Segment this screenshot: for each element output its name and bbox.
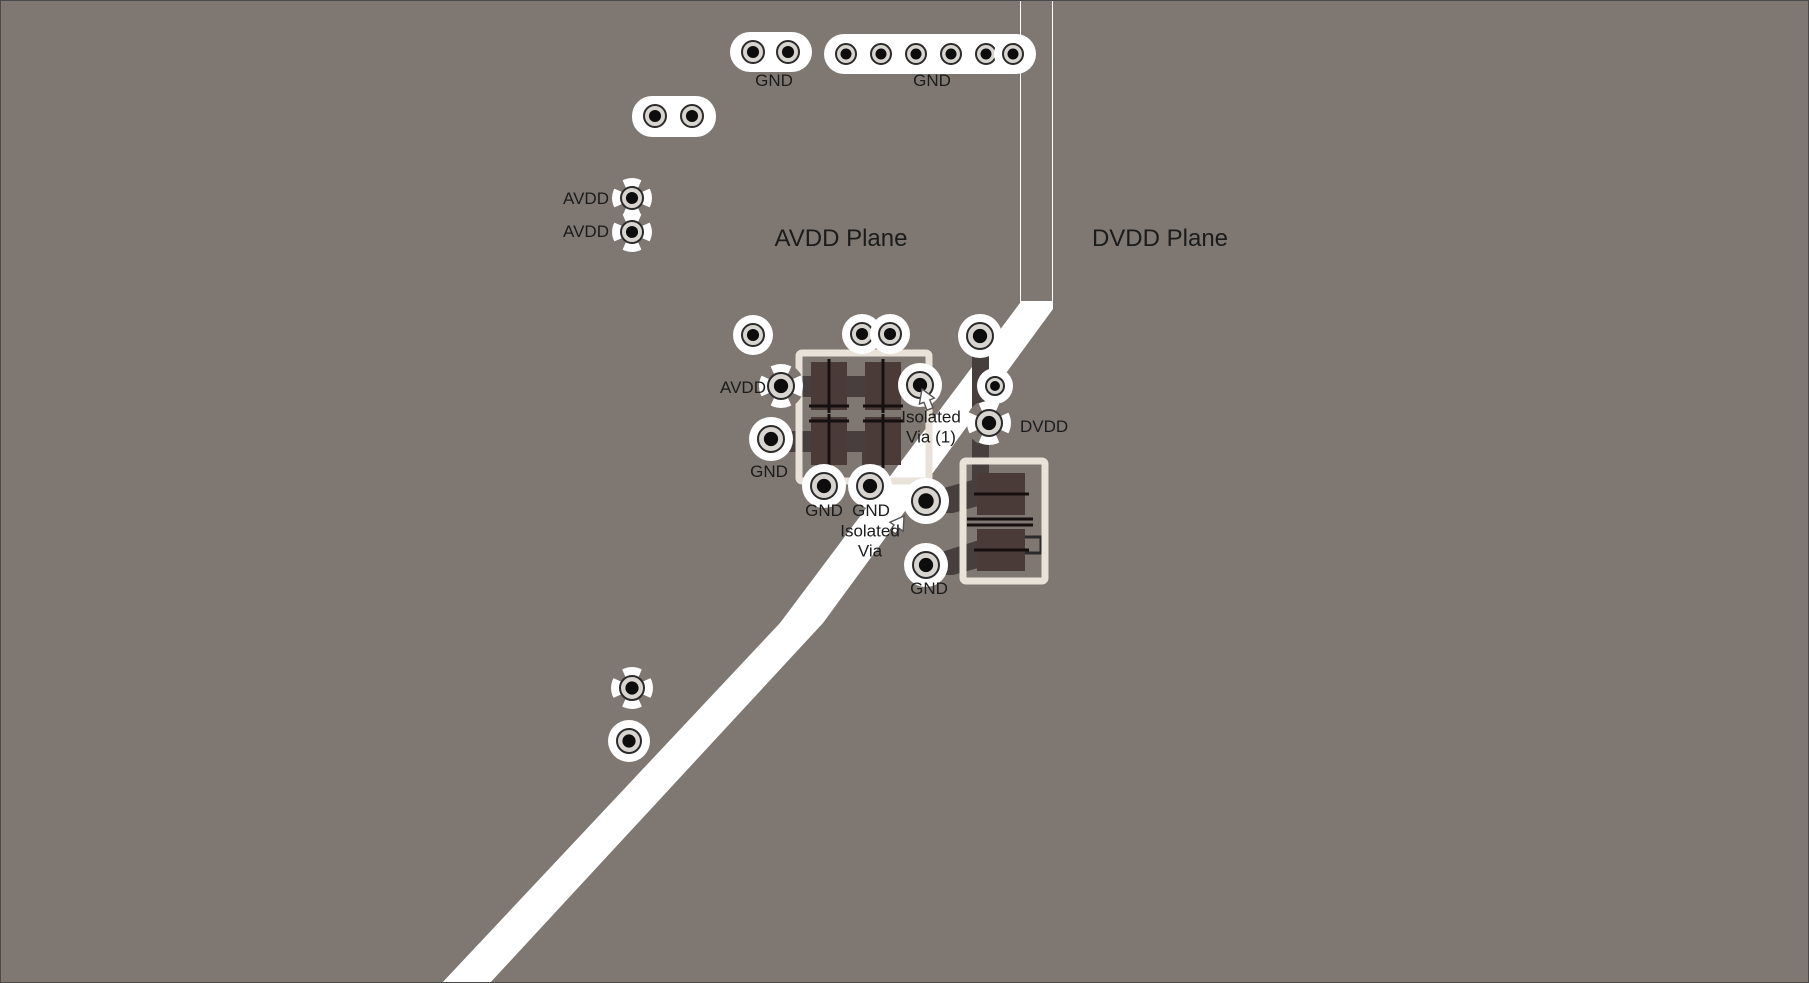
via-layer — [608, 32, 1032, 762]
cap-plate-lines — [809, 404, 903, 423]
silk-outline-dvdd-bank — [959, 457, 1049, 585]
via-connected — [827, 35, 865, 73]
via-isolated — [903, 478, 949, 524]
via-isolated — [898, 363, 942, 407]
via-connected — [749, 417, 793, 461]
arrow-isolated-via-2 — [888, 514, 905, 535]
via-connected — [862, 35, 900, 73]
via-connected — [994, 35, 1032, 73]
via-connected — [768, 32, 808, 72]
dvdd-plane-label: DVDD Plane — [1091, 225, 1229, 253]
net-label-gnd-top-2: GND — [913, 71, 951, 91]
via-isolated — [672, 96, 712, 136]
via-isolated — [842, 314, 882, 354]
net-label-dvdd-pad: DVDD — [1020, 417, 1069, 437]
avdd-plane-pour — [1, 1, 1020, 982]
via-connected — [733, 32, 773, 72]
via-connected — [932, 35, 970, 73]
via-connected — [904, 543, 948, 587]
via-thermal — [759, 364, 803, 408]
cap-a3 — [811, 414, 847, 468]
net-label-gnd-top-1: GND — [755, 71, 793, 91]
via-isolated — [733, 315, 773, 355]
via-connected — [848, 464, 892, 508]
callout-arrow-layer — [888, 387, 936, 535]
net-label-avdd-pad: AVDD — [720, 378, 766, 398]
net-label-avdd-relief-1: AVDD — [563, 189, 609, 209]
net-label-gnd-bottom-2: GND — [852, 501, 890, 521]
via-connected — [608, 720, 650, 762]
component-layer — [809, 359, 1033, 571]
via-thermal — [967, 401, 1011, 445]
net-label-gnd-iso-bottom: GND — [910, 579, 948, 599]
cap-a4 — [865, 414, 901, 468]
avdd-plane-label: AVDD Plane — [774, 225, 908, 253]
via-connected — [897, 35, 935, 73]
via-isolated — [870, 314, 910, 354]
via-isolated — [958, 314, 1002, 358]
net-label-gnd-bottom-1: GND — [805, 501, 843, 521]
via-thermal — [612, 212, 652, 252]
via-isolated — [635, 96, 675, 136]
via-thermal — [611, 667, 653, 709]
cap-d1 — [974, 473, 1029, 515]
via-isolated — [977, 368, 1013, 404]
net-label-avdd-relief-2: AVDD — [563, 222, 609, 242]
cap-d2 — [974, 529, 1029, 571]
via-thermal — [612, 178, 652, 218]
cap-a1 — [811, 359, 847, 413]
cap-d-plate-lines — [967, 517, 1033, 527]
dvdd-plane-pour — [490, 1, 1808, 982]
net-label-gnd-left-pad: GND — [750, 462, 788, 482]
via-connected — [967, 35, 1005, 73]
arrow-isolated-via-1 — [918, 387, 936, 412]
cap-a2 — [865, 359, 901, 413]
via-connected — [802, 464, 846, 508]
